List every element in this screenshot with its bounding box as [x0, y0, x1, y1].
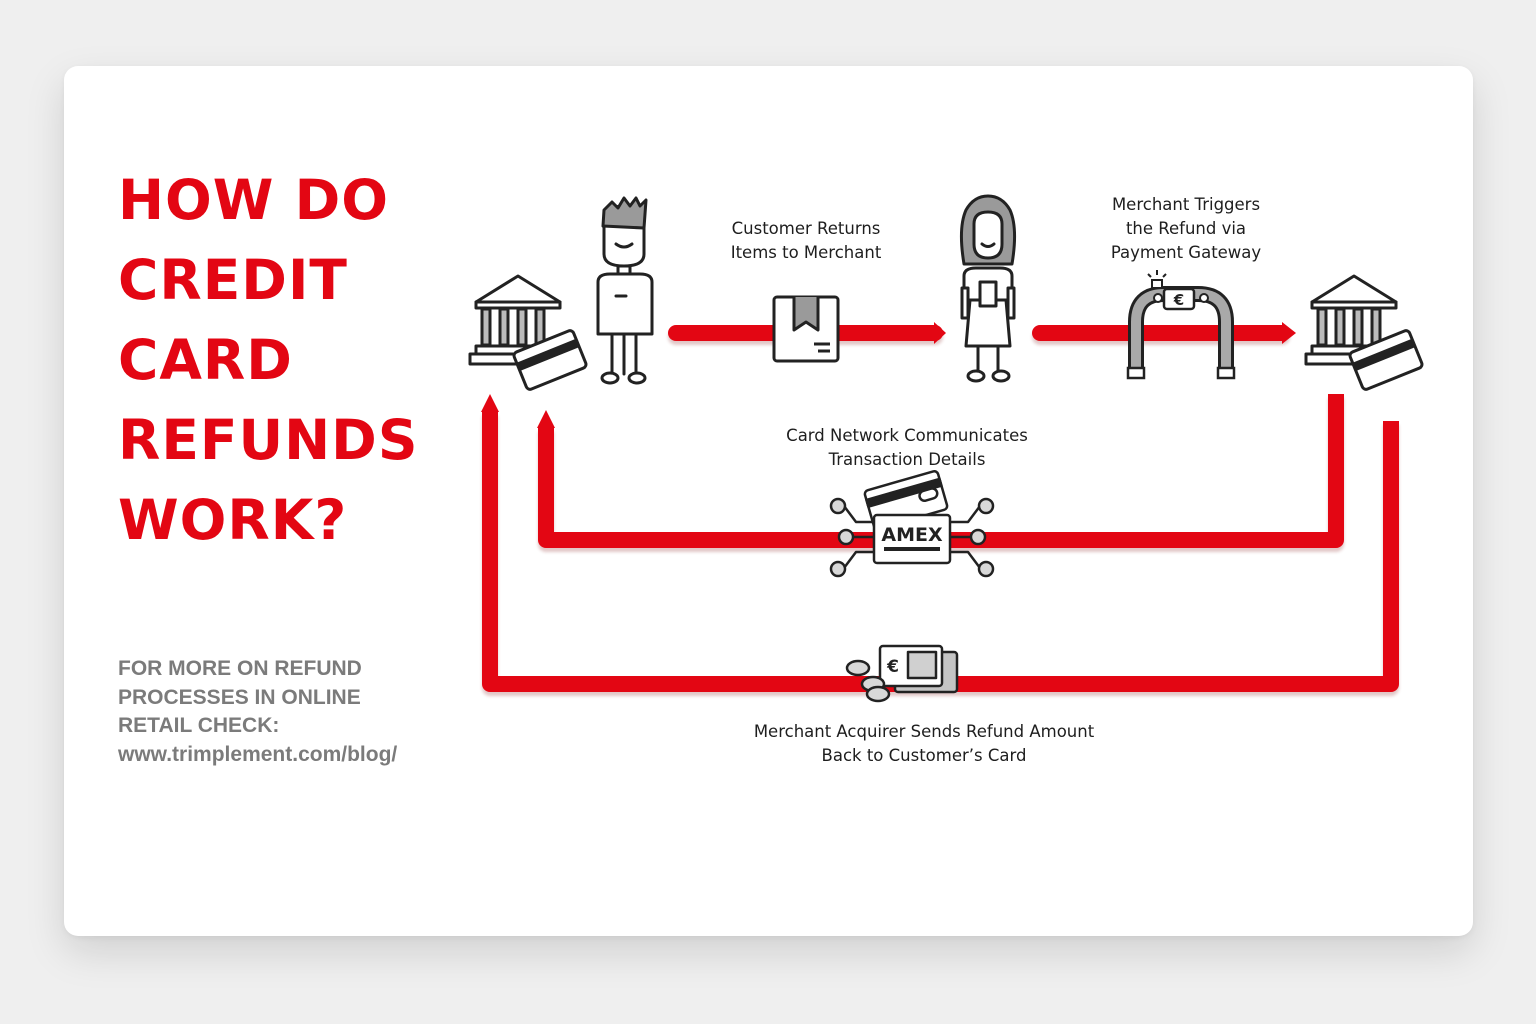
title-line: CARD — [118, 328, 293, 392]
title-line: CREDIT — [118, 248, 348, 312]
step-label-merchant-triggers: Merchant Triggers the Refund via Payment… — [1110, 195, 1262, 262]
more-info-note: FOR MORE ON REFUND PROCESSES IN ONLINE R… — [118, 655, 397, 769]
title-line: REFUNDS — [118, 408, 419, 472]
more-info-line: PROCESSES IN ONLINE — [118, 685, 361, 709]
blog-link[interactable]: www.trimplement.com/blog/ — [118, 742, 398, 766]
credit-card-icon — [512, 329, 588, 391]
payment-gateway-icon: € — [1126, 270, 1236, 380]
card-brand-label: AMEX — [881, 524, 943, 546]
arrow-up-inner — [537, 410, 555, 428]
title-line: HOW DO — [118, 168, 390, 232]
credit-card-icon — [1348, 329, 1424, 391]
more-info-line: FOR MORE ON REFUND — [118, 657, 362, 680]
title-line: WORK? — [118, 488, 348, 552]
customer-man-icon — [596, 196, 654, 385]
arrow-right-return — [934, 322, 946, 344]
arrow-up-outer — [481, 394, 499, 412]
currency-symbol: € — [886, 657, 899, 677]
infographic-card — [64, 66, 1473, 936]
currency-symbol: € — [1173, 291, 1184, 309]
package-box-icon — [772, 295, 840, 363]
step-label-card-network: Card Network Communicates Transaction De… — [786, 426, 1028, 469]
more-info-line: RETAIL CHECK: — [118, 714, 280, 737]
arrow-right-gateway — [1282, 322, 1296, 344]
cash-refund-icon: € — [845, 644, 959, 703]
page-title: HOW DO CREDIT CARD REFUNDS WORK? — [118, 160, 418, 560]
amex-card-network-icon: AMEX — [829, 469, 995, 578]
step-label-acquirer-sends: Merchant Acquirer Sends Refund Amount Ba… — [753, 722, 1095, 765]
step-label-customer-returns: Customer Returns Items to Merchant — [730, 219, 882, 262]
merchant-woman-icon — [959, 194, 1017, 383]
